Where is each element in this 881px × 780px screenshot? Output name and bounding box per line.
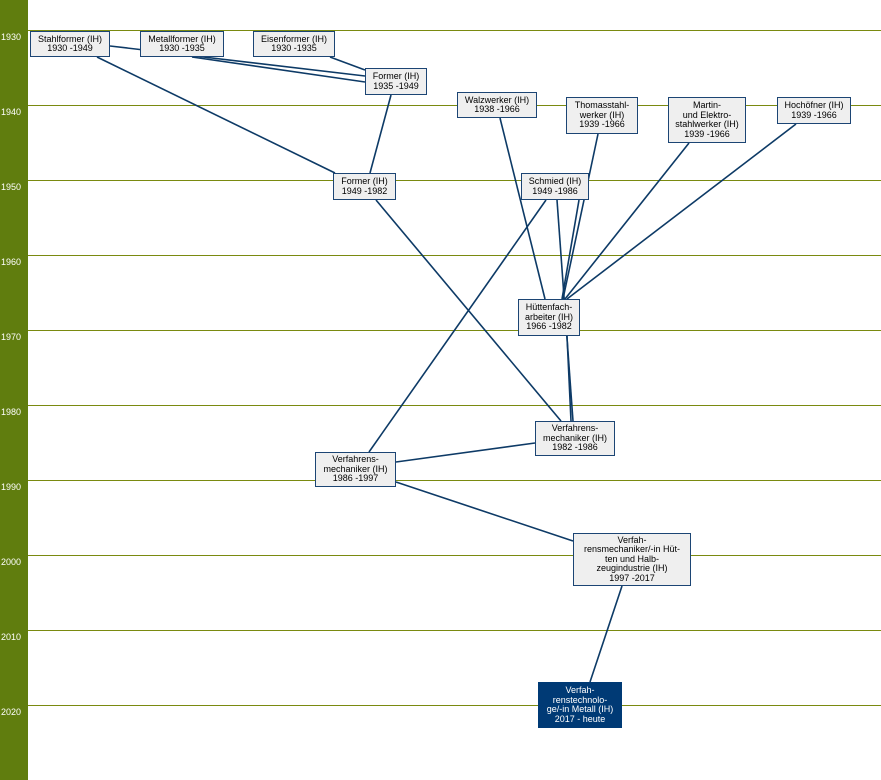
edge-eisenformer-to-former1935 (329, 56, 366, 71)
node-vm1986[interactable]: Verfahrens-mechaniker (IH)1986 -1997 (315, 452, 396, 487)
edge-schmied-to-huettenfacharbeiter (561, 199, 580, 300)
edge-hochofner-to-huettenfacharbeiter (566, 123, 797, 300)
node-text: 1938 -1966 (474, 104, 520, 114)
node-thomasstahlwerker[interactable]: Thomasstahl-werker (IH)1939 -1966 (566, 97, 638, 134)
year-gridline-1990 (28, 480, 881, 481)
node-stahlformer[interactable]: Stahlformer (IH)1930 -1949 (30, 31, 110, 57)
edge-former1935-to-former1949 (369, 94, 392, 174)
year-gridline-1960 (28, 255, 881, 256)
node-text: Hüttenfach- (525, 302, 573, 313)
node-text: werker (IH) (579, 109, 625, 120)
node-text: ten und Halb- (604, 553, 660, 564)
edge-walzwerker-to-huettenfacharbeiter (499, 117, 546, 300)
year-gridline-1940 (28, 105, 881, 106)
year-label-1970: 1970 (1, 332, 22, 342)
node-former1949[interactable]: Former (IH)1949 -1982 (333, 173, 396, 200)
edge-schmied-to-vm1986 (368, 199, 547, 453)
node-huettenfacharbeiter[interactable]: Hüttenfach-arbeiter (IH)1966 -1982 (518, 299, 580, 336)
node-text: und Elektro- (682, 109, 732, 120)
node-former1935[interactable]: Former (IH)1935 -1949 (365, 68, 427, 95)
node-text: ge/-in Metall (IH) (546, 704, 614, 714)
node-text: 1966 -1982 (526, 321, 572, 332)
year-label-2010: 2010 (1, 632, 22, 642)
node-text: mechaniker (IH) (542, 432, 607, 443)
edge-vm1982-to-vm1986 (395, 442, 536, 463)
node-metallformer[interactable]: Metallformer (IH)1930 -1935 (140, 31, 224, 57)
year-gridline-2000 (28, 555, 881, 556)
node-text: 1930 -1949 (47, 43, 93, 53)
year-label-1950: 1950 (1, 182, 22, 192)
node-text: 1997 -2017 (609, 572, 655, 583)
edge-vm1997-to-vt2017 (589, 585, 623, 683)
edge-metallformer-to-former1935 (191, 56, 366, 83)
year-gridline-1980 (28, 405, 881, 406)
year-gridline-2010 (28, 630, 881, 631)
node-text: Stahlformer (IH) (37, 33, 102, 44)
edge-huettenfacharbeiter-to-vm1982 (566, 335, 572, 422)
node-text: 1935 -1949 (373, 80, 419, 91)
year-label-1960: 1960 (1, 257, 22, 267)
node-text: 1949 -1982 (341, 185, 388, 196)
node-text: 1986 -1997 (332, 473, 379, 484)
node-schmied[interactable]: Schmied (IH)1949 -1986 (521, 173, 589, 200)
node-text: Metallformer (IH) (148, 33, 216, 44)
node-vm1997[interactable]: Verfah-rensmechaniker/-in Hüt-ten und Ha… (573, 533, 691, 586)
node-text: Verfah- (565, 685, 595, 695)
node-text: Verfah- (617, 534, 647, 545)
edge-thomasstahlwerker-to-huettenfacharbeiter (562, 133, 599, 300)
node-text: 1939 -1966 (684, 128, 730, 139)
edge-stahlformer-to-former1949 (96, 56, 336, 174)
node-text: 1930 -1935 (159, 43, 205, 53)
node-text: renstechnolo- (552, 694, 608, 705)
year-label-2000: 2000 (1, 557, 22, 567)
year-gridline-2020 (28, 705, 881, 706)
node-text: Walzwerker (IH) (464, 94, 530, 105)
node-text: Verfahrens- (551, 423, 599, 434)
year-label-1980: 1980 (1, 407, 22, 417)
node-text: Thomasstahl- (574, 100, 630, 111)
node-text: 1939 -1966 (579, 119, 625, 130)
year-gridline-1930 (28, 30, 881, 31)
node-text: mechaniker (IH) (323, 463, 388, 474)
node-walzwerker[interactable]: Walzwerker (IH)1938 -1966 (457, 92, 537, 118)
node-vt2017[interactable]: Verfah-renstechnolo-ge/-in Metall (IH)20… (538, 682, 622, 728)
edge-vm1986-to-vm1997 (395, 481, 574, 542)
node-text: Former (IH) (372, 71, 420, 81)
timeline-bar (0, 0, 28, 780)
node-martin[interactable]: Martin-und Elektro-stahlwerker (IH)1939 … (668, 97, 746, 143)
node-text: Verfahrens- (332, 454, 379, 465)
node-text: 2017 - heute (554, 713, 606, 724)
node-text: Hochöfner (IH) (784, 100, 844, 110)
year-label-1930: 1930 (1, 32, 22, 42)
edge-martin-to-huettenfacharbeiter (564, 142, 690, 300)
node-eisenformer[interactable]: Eisenformer (IH)1930 -1935 (253, 31, 335, 57)
node-text: 1939 -1966 (791, 109, 837, 120)
node-text: Eisenformer (IH) (260, 33, 327, 44)
year-label-2020: 2020 (1, 707, 22, 717)
node-text: 1982 -1986 (552, 442, 598, 453)
node-text: zeugindustrie (IH) (596, 563, 668, 574)
node-text: Former (IH) (341, 176, 388, 186)
node-text: 1949 -1986 (532, 185, 578, 196)
node-text: Martin- (692, 100, 721, 110)
node-text: arbeiter (IH) (524, 311, 573, 322)
node-hochofner[interactable]: Hochöfner (IH)1939 -1966 (777, 97, 851, 124)
node-text: stahlwerker (IH) (675, 119, 739, 129)
node-text: Schmied (IH) (528, 176, 582, 186)
year-label-1990: 1990 (1, 482, 22, 492)
node-text: rensmechaniker/-in Hüt- (583, 544, 681, 555)
node-text: 1930 -1935 (271, 43, 317, 53)
year-gridline-1950 (28, 180, 881, 181)
year-label-1940: 1940 (1, 107, 22, 117)
node-vm1982[interactable]: Verfahrens-mechaniker (IH)1982 -1986 (535, 421, 615, 456)
